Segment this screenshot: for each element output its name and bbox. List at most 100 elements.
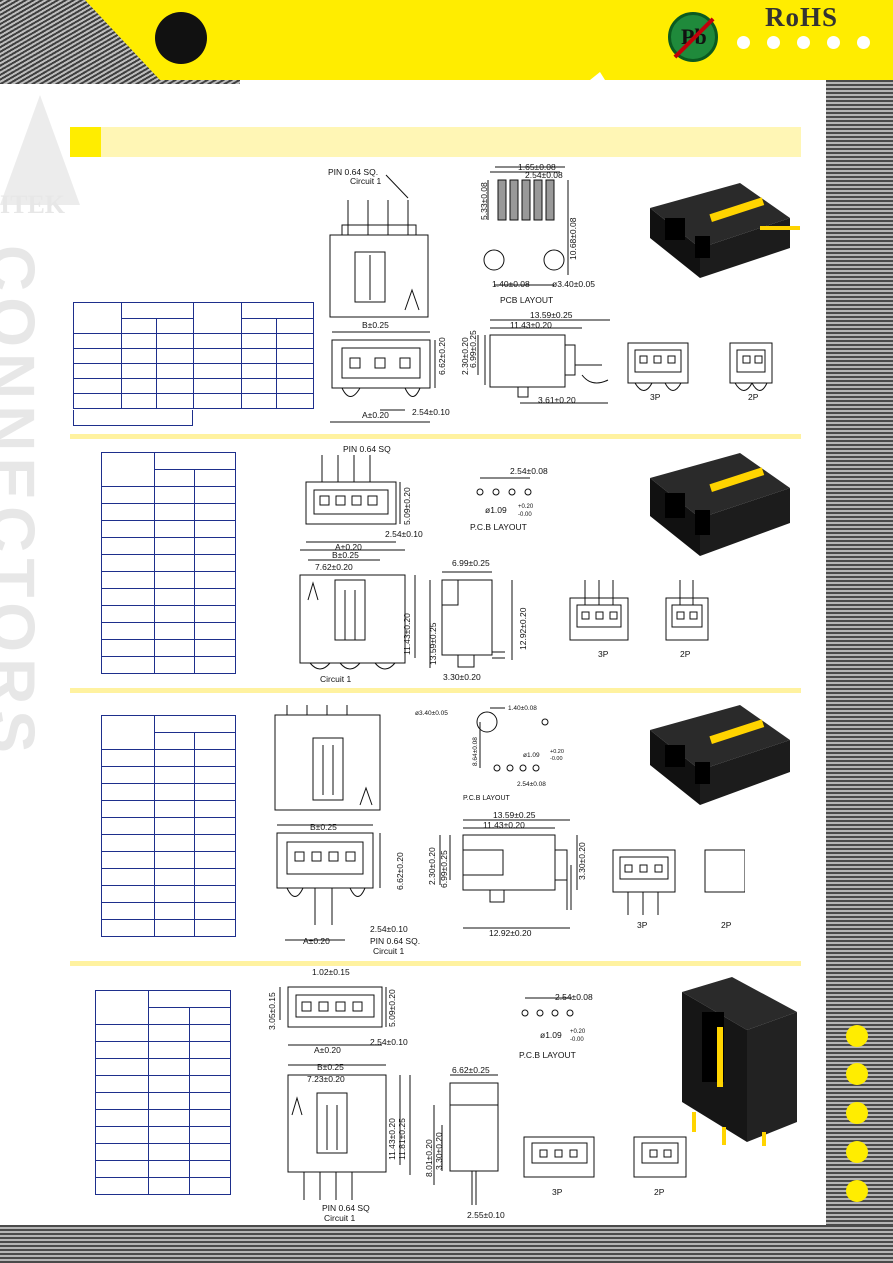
view-2p-label: 2P — [680, 649, 691, 659]
dim-height: 6.62±0.20 — [437, 337, 447, 375]
dim-c: 1.02±0.15 — [312, 967, 350, 977]
view-2p-section-2: 2P — [665, 580, 709, 659]
pcb-pitch: 2.54±0.08 — [555, 992, 593, 1002]
side-dim-3: 2.30±0.20 — [427, 847, 437, 885]
pcb-tol-dn: -0.00 — [518, 512, 532, 518]
pcb-dim-2: 2.54±0.08 — [525, 170, 563, 180]
pb-free-icon: Pb — [668, 12, 718, 62]
side-dot-icon — [846, 1102, 868, 1124]
side-dot-icon — [846, 1025, 868, 1047]
dim-m: 3.30±0.20 — [434, 1132, 444, 1170]
pin-label: PIN 0.64 SQ — [343, 444, 391, 454]
side-dim-5: 3.30±0.20 — [577, 842, 587, 880]
view-2p-label: 2P — [748, 392, 759, 402]
pcb-tol-up: +0.20 — [550, 749, 564, 755]
side-dim-6: 12.92±0.20 — [489, 928, 532, 938]
dim-e: 11.43±0.20 — [387, 1118, 397, 1160]
connector-photo-3 — [650, 705, 790, 805]
section-separator — [70, 961, 801, 966]
pcb-pitch: 2.54±0.08 — [517, 781, 546, 788]
dim-k: 3.30±0.20 — [443, 672, 481, 682]
connector-photo-4 — [682, 977, 797, 1146]
dim-pitch: 2.54±0.10 — [412, 407, 450, 417]
drawing-section-2: PIN 0.64 SQ 5.09±0.20 A±0.20 2.54±0.10 B… — [299, 444, 629, 684]
pcb-dim-1: 1.65±0.08 — [518, 162, 556, 172]
pcb-dim-3: 5.33±0.08 — [479, 182, 489, 220]
dim-pitch: 2.54±0.10 — [385, 529, 423, 539]
pin-label: PIN 0.64 SQ — [322, 1203, 370, 1213]
watermark-brand: ITEK — [0, 190, 66, 219]
dim-height: 6.62±0.20 — [395, 852, 405, 890]
dim-b: B±0.25 — [317, 1062, 344, 1072]
rohs-logo: RoHS — [765, 2, 839, 32]
side-dim-4: 6.99±0.25 — [468, 330, 478, 368]
view-3p-label: 3P — [598, 649, 609, 659]
dot-icon — [767, 36, 780, 49]
view-2p-label: 2P — [654, 1187, 665, 1197]
top-banner — [85, 0, 893, 80]
side-dim-4: 6.99±0.25 — [439, 850, 449, 888]
pcb-layout-title: PCB LAYOUT — [500, 295, 553, 305]
dim-h2: 5.09±0.20 — [387, 989, 397, 1027]
pcb-tol-up: +0.20 — [518, 504, 534, 510]
spec-table-4 — [95, 990, 231, 1195]
connector-photo-1 — [650, 183, 800, 278]
dim-f: 11.81±0.25 — [397, 1118, 407, 1160]
dim-c: 7.62±0.20 — [315, 562, 353, 572]
pcb-hole: ø1.09 — [485, 505, 507, 515]
pcb-hole: ø1.09 — [540, 1030, 562, 1040]
pcb-tol-up: +0.20 — [570, 1029, 586, 1035]
pcb-dim-4: 10.68±0.08 — [568, 217, 578, 260]
view-3p-label: 3P — [650, 392, 661, 402]
side-dim-5: 3.61±0.20 — [538, 395, 576, 405]
spec-table-1-tail — [73, 410, 193, 426]
pin-label: PIN 0.64 SQ. — [370, 936, 420, 946]
drawing-section-1: PIN 0.64 SQ. Circuit 1 B±0.25 A±0.20 2.5… — [328, 162, 773, 423]
dot-icon — [827, 36, 840, 49]
circuit-label: Circuit 1 — [324, 1213, 355, 1223]
dim-e: 13.59±0.25 — [428, 622, 438, 665]
view-2p-label: 2P — [721, 920, 732, 930]
pcb-hole: ø1.09 — [523, 752, 540, 759]
drawing-section-3: B±0.25 6.62±0.20 2.54±0.10 A±0.20 PIN 0.… — [274, 705, 745, 956]
pcb-layout-title: P.C.B LAYOUT — [470, 522, 527, 532]
dim-g: 6.62±0.25 — [452, 1065, 490, 1075]
pcb-dim-2: 1.40±0.08 — [508, 705, 537, 712]
spec-table-1 — [73, 302, 315, 409]
pcb-dim-3: 8.64±0.08 — [472, 737, 479, 766]
pcb-dim-1: ø3.40±0.05 — [415, 710, 448, 717]
dim-k: 8.01±0.20 — [424, 1139, 434, 1177]
pcb-tol-dn: -0.00 — [570, 1037, 584, 1043]
dim-g: 12.92±0.20 — [518, 607, 528, 650]
dim-b: B±0.25 — [362, 320, 389, 330]
side-dot-icon — [846, 1063, 868, 1085]
side-dim-3: 2.30±0.20 — [460, 337, 470, 375]
drawing-section-4: 1.02±0.15 3.05±0.15 5.09±0.20 A±0.20 2.5… — [267, 967, 687, 1223]
connector-photo-2 — [650, 453, 790, 556]
pcb-dim-6: ø3.40±0.05 — [552, 279, 595, 289]
dim-a: A±0.20 — [303, 936, 330, 946]
dim-n: 2.55±0.10 — [467, 1210, 505, 1220]
side-dim-2: 11.43±0.20 — [510, 320, 552, 330]
dim-d: 7.23±0.20 — [307, 1074, 345, 1084]
side-dot-icon — [846, 1141, 868, 1163]
watermark-text: CONNECTORS MANUFACTURE — [0, 245, 48, 759]
pcb-layout-title: P.C.B LAYOUT — [463, 795, 511, 802]
section-separator — [70, 688, 801, 693]
dim-h: 3.05±0.15 — [267, 992, 277, 1030]
dot-icon — [737, 36, 750, 49]
dim-b: B±0.25 — [332, 550, 359, 560]
side-dim-2: 11.43±0.20 — [483, 820, 525, 830]
pcb-layout-title: P.C.B LAYOUT — [519, 1050, 576, 1060]
bottom-stripe-panel — [0, 1225, 893, 1263]
black-circle-badge — [155, 12, 207, 64]
dim-d: 11.43±0.20 — [402, 613, 412, 655]
dim-pitch: 2.54±0.10 — [370, 1037, 408, 1047]
right-stripe-panel — [826, 80, 893, 1263]
dim-pitch: 2.54±0.10 — [370, 924, 408, 934]
circuit-label: Circuit 1 — [373, 946, 404, 956]
dim-f: 6.99±0.25 — [452, 558, 490, 568]
dim-a: A±0.20 — [335, 542, 362, 552]
pcb-dim-5: 1.40±0.08 — [492, 279, 530, 289]
watermark-logo-icon — [0, 95, 80, 205]
